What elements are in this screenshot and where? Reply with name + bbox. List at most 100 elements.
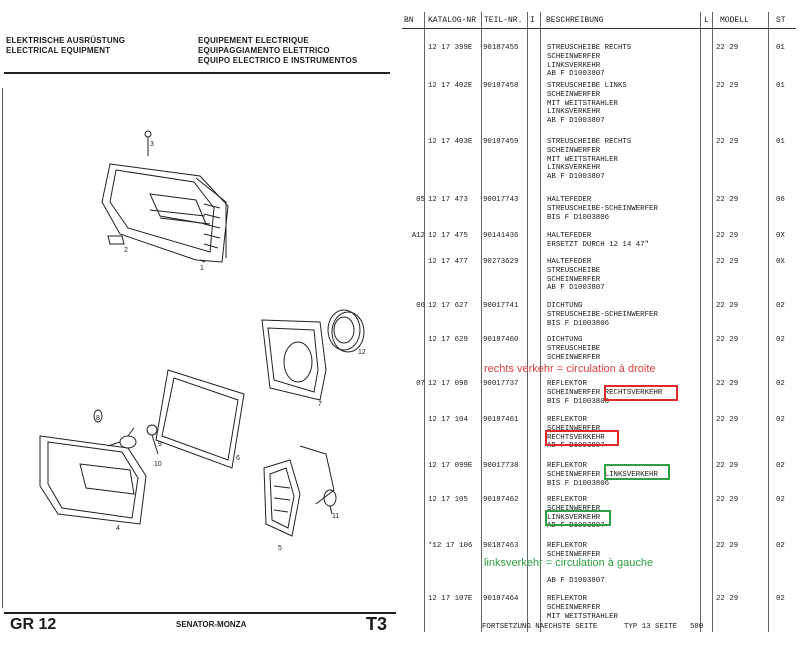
cell-teil: 90187463 [483,542,519,550]
screw-drawing [144,130,152,156]
callout-6: 6 [236,455,240,462]
highlight-linksverkehr-1 [604,464,670,480]
description-line: DICHTUNG [547,302,583,310]
description-line [547,568,605,577]
description-line: STREUSCHEIBE-SCHEINWERFER [547,310,658,319]
cell-modell: 22 29 [716,336,739,344]
highlight-rechtsverkehr-2 [545,430,619,446]
callout-1: 1 [200,265,204,272]
description-line: MIT WEITSTRAHLER [547,155,618,164]
description-line: LINKSVERKEHR [547,61,601,70]
cell-teil: 90187460 [483,336,519,344]
cell-st: 02 [776,462,785,470]
description-line: ERSETZT DURCH 12 14 47" [547,240,650,249]
cell-modell: 22 29 [716,595,739,603]
callout-2: 2 [124,247,128,254]
cell-st: 02 [776,336,785,344]
cell-katalog: 12 17 098 [428,380,468,388]
description-line: LINKSVERKEHR [547,108,601,117]
continued-note: FORTSETZUNG NAECHSTE SEITE [482,623,598,631]
cell-st: 01 [776,138,785,146]
cell-katalog: 12 17 473 [428,196,468,204]
description-line: HALTEFEDER [547,196,592,204]
cell-st: 0X [776,232,785,240]
cell-modell: 22 29 [716,302,739,310]
description-line: REFLEKTOR [547,595,587,603]
cell-modell: 22 29 [716,138,739,146]
callout-11: 11 [332,513,339,520]
indicator-drawing [263,445,335,537]
description-line: HALTEFEDER [547,232,592,240]
cell-teil: 90141436 [483,232,519,240]
description-line: SCHEINWERFER [547,353,601,362]
page-code: T3 [366,614,388,634]
col-header-desc: BESCHREIBUNG [546,16,604,25]
description-line: STREUSCHEIBE-SCHEINWERFER [547,204,658,213]
col-header-l: L [704,16,709,25]
cell-modell: 22 29 [716,196,739,204]
description-line: SCHEINWERFER [547,146,601,155]
group-number: GR 12 [10,616,57,633]
column-rule [700,12,701,632]
description-line: BIS F D1003806 [547,319,610,328]
cell-st: 01 [776,82,785,90]
cell-st: 02 [776,542,785,550]
callout-10: 10 [154,461,162,468]
cell-katalog: 12 17 402E [428,82,473,90]
callout-12: 12 [358,349,366,356]
callout-7: 7 [318,401,322,408]
cell-st: 02 [776,380,785,388]
cell-modell: 22 29 [716,416,739,424]
cell-katalog: 12 17 104 [428,416,468,424]
column-rule [712,12,713,632]
col-header-katalog: KATALOG-NR [428,16,477,25]
header-title-fr: EQUIPEMENT ELECTRIQUE [198,36,309,45]
description-line: REFLEKTOR [547,462,587,470]
cell-st: 0X [776,258,785,266]
cell-st: 02 [776,496,785,504]
description-line: AB F D1003807 [547,522,605,531]
callout-9: 9 [158,441,162,448]
cell-katalog: 12 17 099E [428,462,473,470]
description-line: AB F D1003807 [547,70,605,79]
seal-ring-drawing [327,309,365,353]
cell-teil: 90017741 [483,302,519,310]
small-bulb-drawing [323,489,337,515]
description-line: STREUSCHEIBE RECHTS [547,44,632,52]
typ-seite: TYP 13 SEITE [624,623,678,631]
description-line: STREUSCHEIBE LINKS [547,82,627,90]
description-line: SCHEINWERFER [547,424,601,433]
cell-modell: 22 29 [716,258,739,266]
cell-modell: 22 29 [716,496,739,504]
cell-teil: 90273629 [483,258,519,266]
description-line: LINKSVERKEHR [547,513,601,522]
description-line: AB F D1003807 [547,284,605,293]
highlight-linksverkehr-2 [545,510,611,526]
cell-modell: 22 29 [716,232,739,240]
description-line: SCHEINWERFER [547,52,601,61]
description-line: SCHEINWERFER LINKSVERKEHR [547,470,658,479]
cell-katalog: 12 17 629 [428,336,468,344]
cell-katalog: 12 17 107E [428,595,473,603]
description-line: DICHTUNG [547,336,583,344]
reflector-drawing [261,319,327,401]
cell-katalog: *12 17 106 [428,542,473,550]
header-left: ELEKTRISCHE AUSRÜSTUNG ELECTRICAL EQUIPM… [6,36,196,56]
description-line: SCHEINWERFER [547,275,601,284]
model-name: SENATOR-MONZA [176,620,247,629]
cell-katalog: 12 17 477 [428,258,468,266]
cell-teil: 90187464 [483,595,519,603]
cell-st: 02 [776,595,785,603]
cell-katalog: 12 17 475 [428,232,468,240]
description-line: REFLEKTOR [547,416,587,424]
table-header-rule [402,28,796,29]
